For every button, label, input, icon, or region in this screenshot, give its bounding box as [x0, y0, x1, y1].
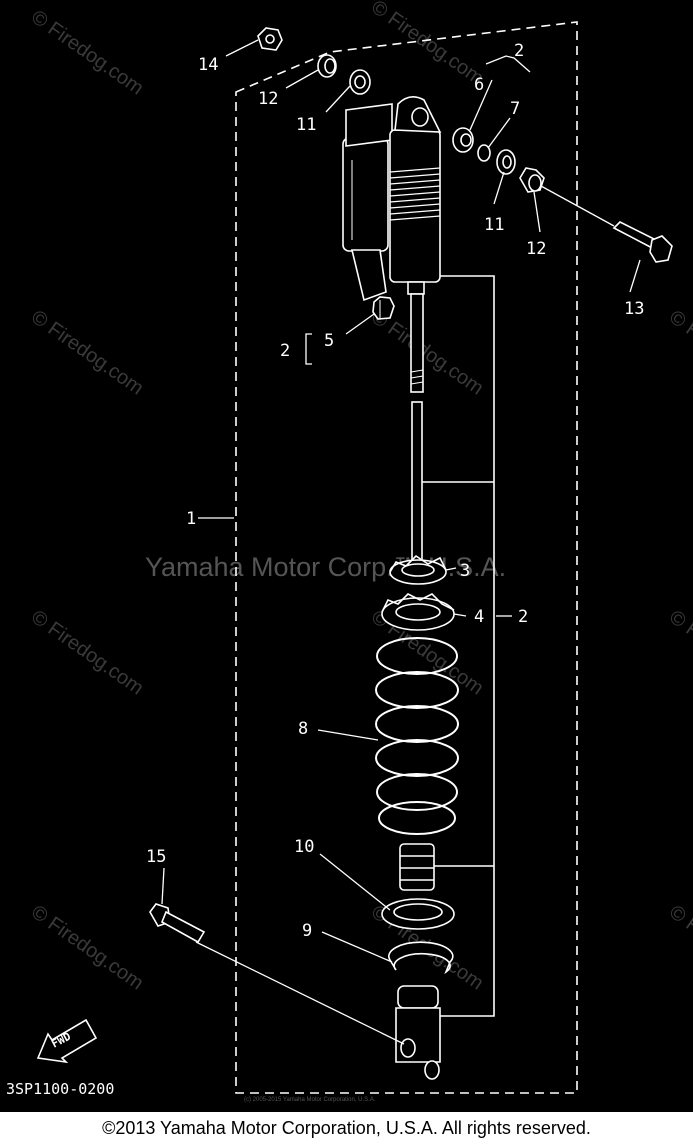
callout-15: 15	[146, 847, 166, 867]
callout-11: 11	[484, 215, 504, 235]
callout-10: 10	[294, 837, 314, 857]
callout-1: 1	[186, 509, 196, 529]
piston-rod	[407, 281, 425, 563]
callout-13: 13	[624, 299, 644, 319]
watermark-text: © Firedog.com	[27, 306, 147, 399]
callout-2: 2	[518, 607, 528, 627]
callout-14: 14	[198, 55, 218, 75]
watermark-text: © Firedog.com	[27, 6, 147, 99]
callout-11: 11	[296, 115, 316, 135]
body-threads	[389, 167, 441, 221]
nut-part-5	[372, 296, 395, 320]
fwd-arrow-icon: FWD	[36, 1018, 98, 1064]
reservoir	[342, 103, 393, 302]
callout-leaders	[161, 39, 641, 963]
callout-7: 7	[510, 99, 520, 119]
lower-clevis	[395, 985, 441, 1080]
top-mount-hardware	[257, 27, 545, 193]
callout-8: 8	[298, 719, 308, 739]
fine-print: (c) 2005-2015 Yamaha Motor Corporation, …	[244, 1097, 376, 1103]
watermark-text: © Firedog.com	[27, 901, 147, 994]
callout-12: 12	[258, 89, 278, 109]
spring-part-8	[375, 637, 459, 835]
bolt-part-15	[149, 903, 206, 944]
callout-2: 2	[280, 341, 290, 361]
rear-shock-exploded-diagram: © Firedog.com © Firedog.com © Firedog.co…	[6, 0, 693, 1103]
watermark-text: © Firedog.com	[665, 901, 693, 994]
callout-numbers: 14 12 11 2 6 7 11 12 13 2 5 1 3 4 2 8 10…	[146, 41, 644, 941]
callout-4: 4	[474, 607, 484, 627]
watermark-text: © Firedog.com	[367, 306, 487, 399]
assembly-boundary	[235, 21, 578, 1094]
center-watermark: Yamaha Motor Corp.™ U.S.A.	[145, 552, 506, 582]
leader-line	[195, 941, 405, 1045]
leader-line	[540, 185, 615, 227]
watermark-text: © Firedog.com	[27, 606, 147, 699]
callout-9: 9	[302, 921, 312, 941]
callout-3: 3	[460, 561, 470, 581]
lock-ring-part-4	[381, 593, 455, 631]
copyright-footer: ©2013 Yamaha Motor Corporation, U.S.A. A…	[0, 1112, 693, 1144]
watermark-text: © Firedog.com	[665, 606, 693, 699]
callout-2: 2	[514, 41, 524, 61]
circlip-part-9	[388, 941, 454, 975]
adjuster-ring-part-3	[389, 554, 447, 585]
callout-6: 6	[474, 75, 484, 95]
diagram-code: 3SP1100-0200	[6, 1080, 114, 1098]
callout-5: 5	[324, 331, 334, 351]
spring-guide-part-10	[381, 898, 455, 930]
watermark-text: © Firedog.com	[665, 306, 693, 399]
callout-12: 12	[526, 239, 546, 259]
bump-stop	[399, 843, 435, 891]
bolt-part-13	[612, 221, 673, 263]
